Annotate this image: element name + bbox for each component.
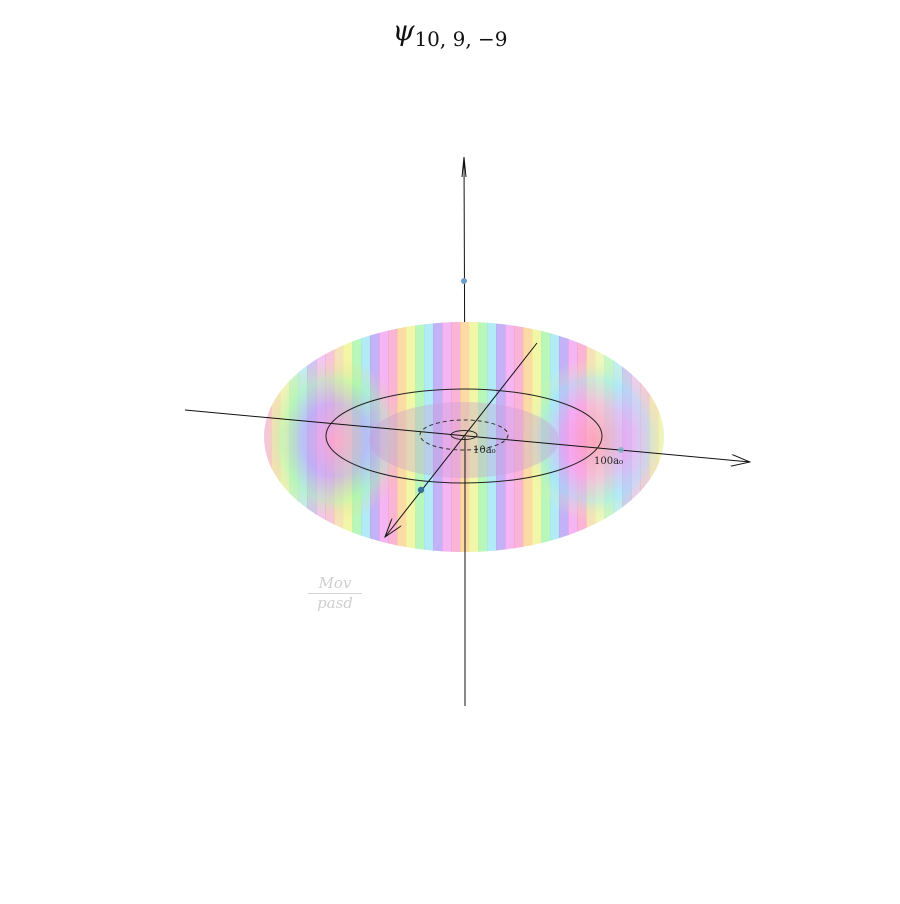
x-axis — [184, 409, 750, 462]
ring-outer-label: 100a₀ — [594, 456, 623, 467]
torus-stripe — [442, 322, 452, 552]
watermark-top: Mov — [318, 574, 352, 592]
plot-title: ψ10, 9, −9 — [0, 14, 900, 51]
torus-stripe — [451, 322, 461, 552]
orbital-torus-surface — [264, 318, 677, 558]
y-axis — [385, 342, 538, 537]
torus-stripe — [667, 318, 677, 558]
left-lobe-shading — [264, 358, 407, 522]
watermark-divider — [308, 593, 362, 594]
y-axis-point — [417, 486, 425, 494]
z-axis-arrowhead — [461, 156, 467, 178]
x-axis-point — [618, 447, 624, 453]
ring-outer — [325, 388, 603, 484]
torus-stripe — [514, 322, 524, 552]
ring-inner — [419, 419, 509, 451]
torus-stripe — [424, 322, 434, 552]
torus-stripe — [487, 322, 497, 552]
ring-core — [450, 430, 478, 440]
ring-inner-label: 10a₀ — [473, 445, 496, 456]
title-symbol: ψ — [392, 14, 415, 47]
z-axis-point — [461, 278, 467, 284]
torus-stripe — [415, 322, 425, 552]
watermark-bottom: pasd — [317, 594, 353, 612]
watermark: Mov pasd — [300, 574, 370, 612]
torus-stripe — [505, 322, 515, 552]
torus-stripe — [496, 322, 506, 552]
torus-stripe — [433, 322, 443, 552]
title-subscript: 10, 9, −9 — [414, 27, 508, 51]
torus-stripe — [406, 322, 416, 552]
right-lobe-shading — [523, 358, 664, 522]
